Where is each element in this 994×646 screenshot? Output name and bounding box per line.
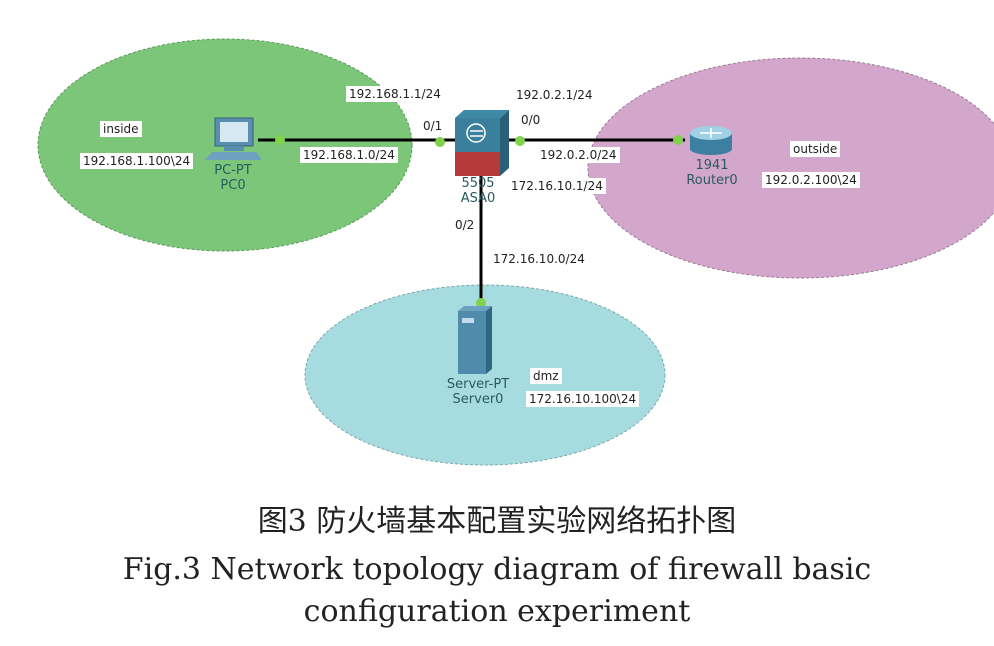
inside-gateway: 192.168.1.1/24 xyxy=(346,86,444,102)
asa-model: 5505 xyxy=(461,176,495,191)
router-ip: 192.0.2.100\24 xyxy=(762,172,860,188)
asa-name: ASA0 xyxy=(460,191,496,206)
zone-dmz xyxy=(304,284,666,466)
asa-label[interactable]: 5505 ASA0 xyxy=(452,176,504,206)
server-ip: 172.16.10.100\24 xyxy=(526,391,640,407)
caption-zh: 图3 防火墙基本配置实验网络拓扑图 xyxy=(257,504,737,539)
server-label[interactable]: Server-PT Server0 xyxy=(438,377,518,407)
port-dot xyxy=(673,135,683,145)
firewall-icon[interactable] xyxy=(455,110,509,176)
server-icon[interactable] xyxy=(458,306,492,374)
server-model: Server-PT xyxy=(446,377,510,392)
pc-name: PC0 xyxy=(220,178,246,193)
outside-network: 192.0.2.0/24 xyxy=(537,147,620,163)
outside-gateway: 192.0.2.1/24 xyxy=(513,87,596,103)
router-icon[interactable] xyxy=(690,126,732,155)
inside-network: 192.168.1.0/24 xyxy=(300,147,398,163)
dmz-network: 172.16.10.0/24 xyxy=(490,251,588,267)
dmz-gateway: 172.16.10.1/24 xyxy=(508,178,606,194)
pc-label[interactable]: PC-PT PC0 xyxy=(208,163,258,193)
zone-label-dmz: dmz xyxy=(530,368,562,384)
inside-port: 0/1 xyxy=(423,119,443,133)
caption-en-line1: Fig.3 Network topology diagram of firewa… xyxy=(122,552,872,587)
router-model: 1941 xyxy=(695,158,729,173)
zone-outside xyxy=(587,57,994,279)
pc-ip: 192.168.1.100\24 xyxy=(80,153,194,169)
dmz-port: 0/2 xyxy=(455,218,475,232)
port-dot xyxy=(476,298,486,308)
outside-port: 0/0 xyxy=(521,113,541,127)
router-label[interactable]: 1941 Router0 xyxy=(686,158,738,188)
port-dot xyxy=(275,135,285,145)
port-dot xyxy=(435,137,445,147)
pc-icon[interactable] xyxy=(205,117,262,160)
server-name: Server0 xyxy=(452,392,504,407)
router-name: Router0 xyxy=(686,173,738,188)
port-dot xyxy=(515,136,525,146)
zone-label-outside: outside xyxy=(790,141,841,157)
topology-canvas xyxy=(37,38,994,466)
caption-en-line2: configuration experiment xyxy=(303,594,691,629)
pc-model: PC-PT xyxy=(214,163,252,178)
zone-label-inside: inside xyxy=(100,121,142,137)
